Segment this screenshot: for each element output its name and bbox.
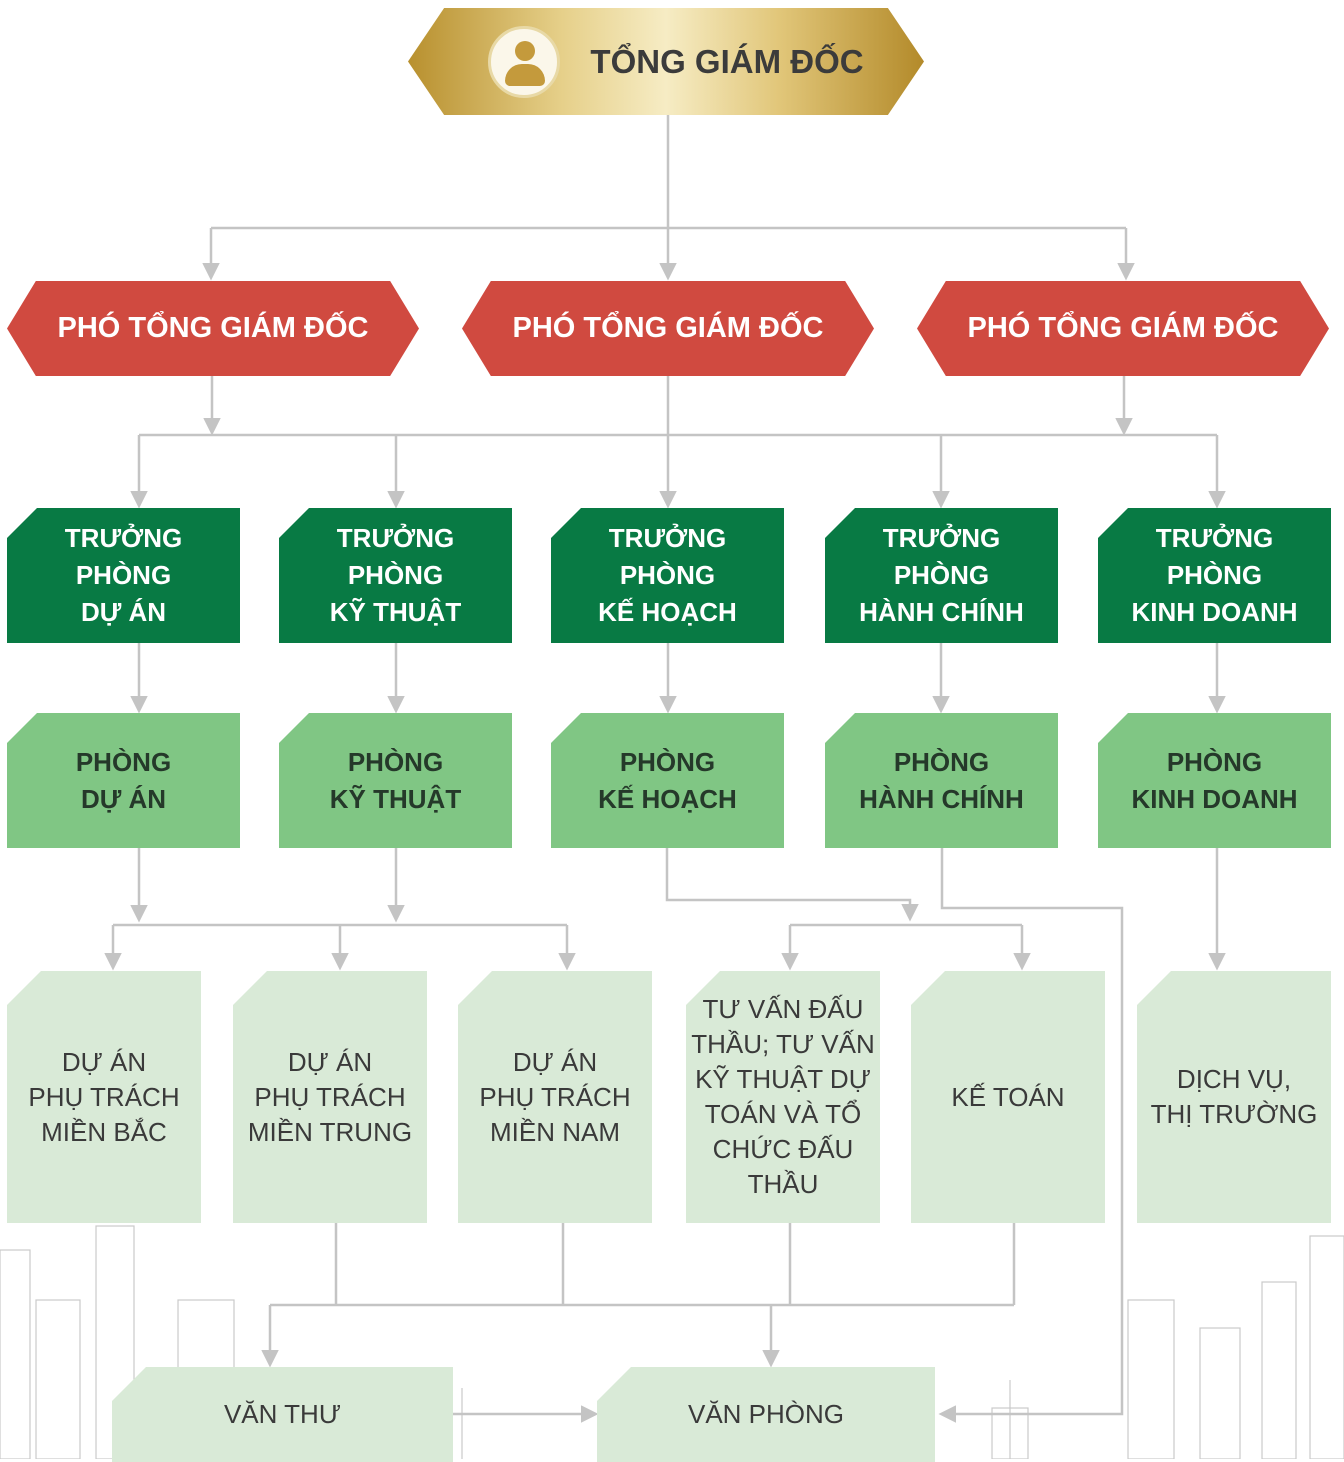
- head-planning-label: TRƯỞNG PHÒNG KẾ HOẠCH: [598, 523, 737, 627]
- unit-north-box: DỰ ÁN PHỤ TRÁCH MIỀN BẮC: [7, 971, 201, 1223]
- dept-project-label: PHÒNG DỰ ÁN: [75, 746, 172, 814]
- ceo-title: TỔNG GIÁM ĐỐC: [590, 42, 864, 80]
- clerical-box: VĂN THƯ: [112, 1367, 453, 1462]
- head-project-box: TRƯỞNG PHÒNG DỰ ÁN: [7, 508, 240, 643]
- dept-project-box: PHÒNG DỰ ÁN: [7, 713, 240, 848]
- head-admin-label: TRƯỞNG PHÒNG HÀNH CHÍNH: [859, 523, 1024, 627]
- unit-accounting-box: KẾ TOÁN: [911, 971, 1105, 1223]
- deputy-ceo-box: PHÓ TỔNG GIÁM ĐỐC: [917, 281, 1329, 376]
- dept-technical-box: PHÒNG KỸ THUẬT: [279, 713, 512, 848]
- deputy-ceo-label: PHÓ TỔNG GIÁM ĐỐC: [57, 312, 369, 344]
- ceo-box: TỔNG GIÁM ĐỐC: [408, 8, 924, 115]
- unit-accounting-label: KẾ TOÁN: [951, 1081, 1065, 1112]
- unit-market-box: DỊCH VỤ, THỊ TRƯỜNG: [1137, 971, 1331, 1223]
- deputy-ceo-label: PHÓ TỔNG GIÁM ĐỐC: [512, 312, 824, 344]
- head-admin-box: TRƯỞNG PHÒNG HÀNH CHÍNH: [825, 508, 1058, 643]
- unit-central-box: DỰ ÁN PHỤ TRÁCH MIỀN TRUNG: [233, 971, 427, 1223]
- unit-central-label: DỰ ÁN PHỤ TRÁCH MIỀN TRUNG: [247, 1046, 413, 1147]
- person-icon: [488, 25, 561, 98]
- dept-admin-box: PHÒNG HÀNH CHÍNH: [825, 713, 1058, 848]
- office-label: VĂN PHÒNG: [687, 1399, 845, 1429]
- dept-technical-label: PHÒNG KỸ THUẬT: [329, 746, 462, 814]
- unit-bidding-box: TƯ VẤN ĐẤU THẦU; TƯ VẤN KỸ THUẬT DỰ TOÁN…: [686, 971, 880, 1223]
- dept-business-label: PHÒNG KINH DOANH: [1131, 746, 1298, 814]
- head-technical-label: TRƯỞNG PHÒNG KỸ THUẬT: [329, 523, 462, 627]
- dept-planning-box: PHÒNG KẾ HOẠCH: [551, 713, 784, 848]
- clerical-label: VĂN THƯ: [223, 1399, 342, 1429]
- unit-south-box: DỰ ÁN PHỤ TRÁCH MIỀN NAM: [458, 971, 652, 1223]
- head-business-box: TRƯỞNG PHÒNG KINH DOANH: [1098, 508, 1331, 643]
- dept-admin-label: PHÒNG HÀNH CHÍNH: [859, 746, 1024, 814]
- office-box: VĂN PHÒNG: [597, 1367, 935, 1462]
- head-technical-box: TRƯỞNG PHÒNG KỸ THUẬT: [279, 508, 512, 643]
- unit-south-label: DỰ ÁN PHỤ TRÁCH MIỀN NAM: [479, 1046, 631, 1147]
- unit-bidding-label: TƯ VẤN ĐẤU THẦU; TƯ VẤN KỸ THUẬT DỰ TOÁN…: [691, 994, 875, 1199]
- unit-north-label: DỰ ÁN PHỤ TRÁCH MIỀN BẮC: [28, 1046, 180, 1147]
- deputy-ceo-box: PHÓ TỔNG GIÁM ĐỐC: [462, 281, 874, 376]
- deputy-ceo-label: PHÓ TỔNG GIÁM ĐỐC: [967, 312, 1279, 344]
- head-project-label: TRƯỞNG PHÒNG DỰ ÁN: [64, 523, 183, 627]
- head-planning-box: TRƯỞNG PHÒNG KẾ HOẠCH: [551, 508, 784, 643]
- dept-business-box: PHÒNG KINH DOANH: [1098, 713, 1331, 848]
- head-business-label: TRƯỞNG PHÒNG KINH DOANH: [1131, 523, 1298, 627]
- deputy-ceo-box: PHÓ TỔNG GIÁM ĐỐC: [7, 281, 419, 376]
- unit-market-label: DỊCH VỤ, THỊ TRƯỜNG: [1150, 1064, 1318, 1129]
- dept-planning-label: PHÒNG KẾ HOẠCH: [598, 746, 737, 814]
